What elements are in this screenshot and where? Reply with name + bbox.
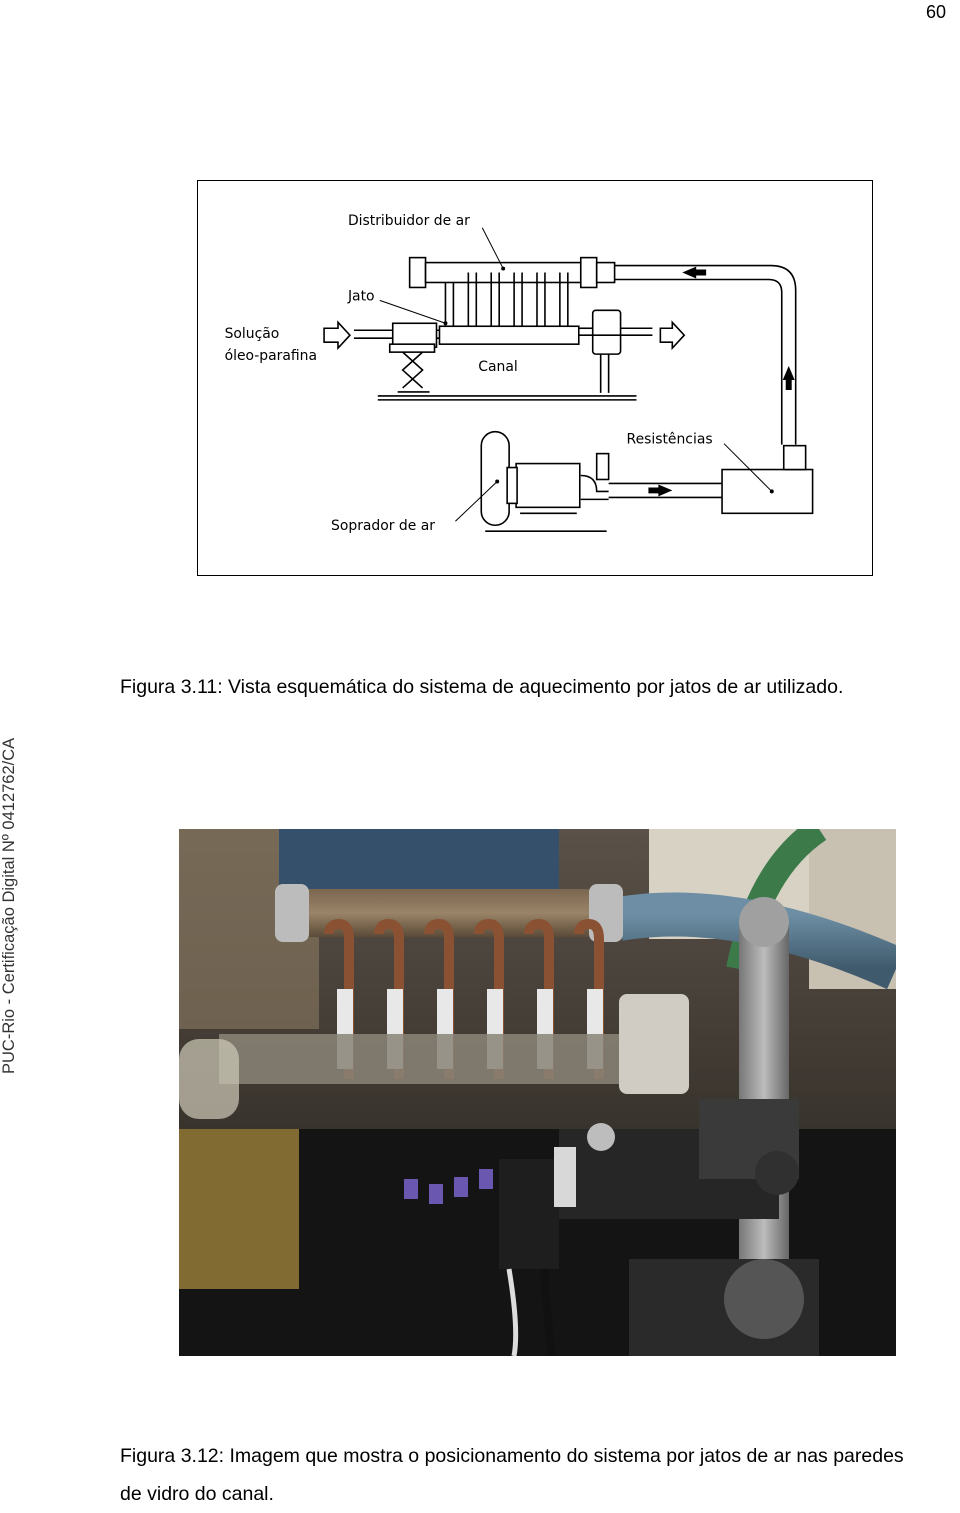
label-resistencias: Resistências [627,432,713,448]
label-jato: Jato [347,288,375,304]
certification-stamp: PUC-Rio - Certificação Digital Nº 041276… [0,737,18,1074]
label-distribuidor: Distribuidor de ar [348,213,470,229]
blower-motor [515,462,581,509]
blower-housing [480,430,510,527]
photo-drawing [179,829,896,1356]
schematic-diagram: Distribuidor de ar Jato Solução óleo-par… [197,180,873,576]
label-solucao-2: óleo-parafina [225,348,317,364]
manifold-right-cap [579,256,598,289]
label-soprador: Soprador de ar [331,518,435,534]
schematic-svg: Distribuidor de ar Jato Solução óleo-par… [225,213,814,534]
page-number: 60 [925,2,946,22]
figure-3-12-caption: Figura 3.12: Imagem que mostra o posicio… [120,1445,904,1505]
figure-3-11-caption: Figura 3.11: Vista esquemática do sistem… [120,676,844,698]
separator-cylinder [591,309,622,355]
channel-body [438,325,580,345]
manifold-pipe [424,261,582,284]
experimental-setup-photo [179,829,896,1356]
heater-box [721,468,814,515]
label-solucao-1: Solução [225,326,280,342]
manifold-left-cap [408,256,427,289]
label-canal: Canal [478,359,517,375]
